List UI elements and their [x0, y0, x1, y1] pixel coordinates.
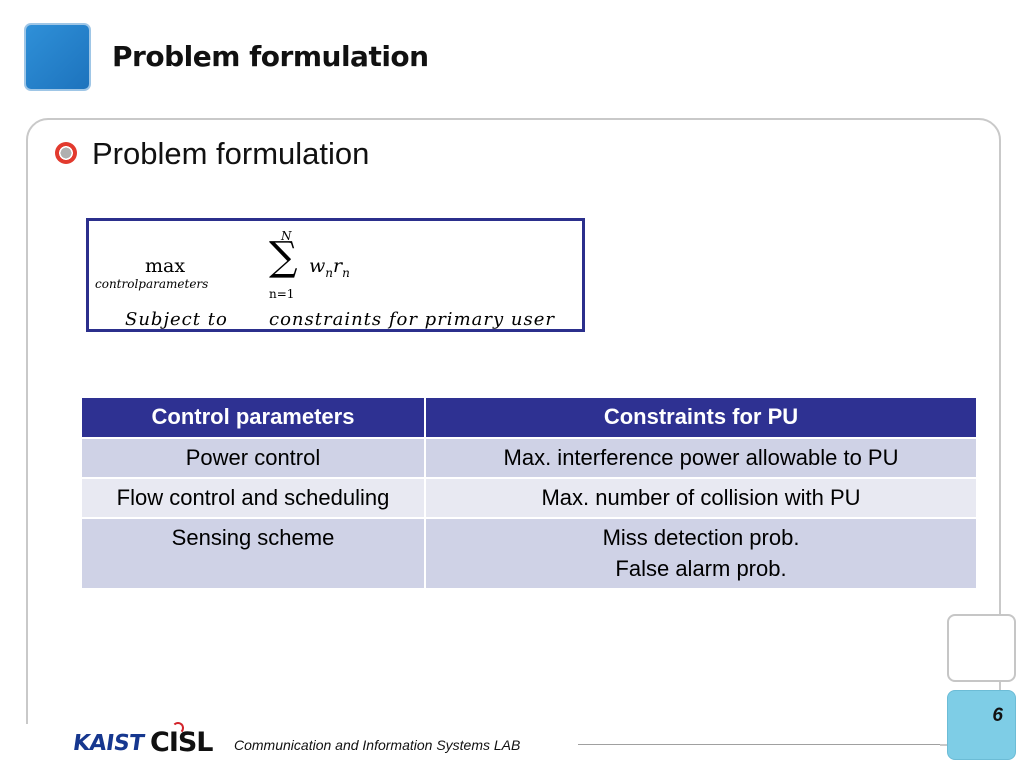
cisl-signal-icon	[172, 722, 184, 734]
table-header-row: Control parameters Constraints for PU	[80, 396, 978, 439]
constraint-line: False alarm prob.	[615, 556, 787, 581]
table-cell-constraint: Miss detection prob. False alarm prob.	[424, 517, 978, 590]
table-header-cell: Control parameters	[80, 396, 426, 439]
formula-sigma: ∑	[269, 234, 298, 280]
bullet-heading: Problem formulation	[92, 136, 370, 171]
formula-box: max controlparameters N ∑ n=1 wnrn Subje…	[86, 218, 585, 332]
parameters-table: Control parameters Constraints for PU Po…	[80, 396, 978, 590]
page-number: 6	[992, 705, 1003, 726]
table-cell-constraint: Max. interference power allowable to PU	[424, 437, 978, 479]
formula-r: r	[333, 255, 343, 277]
cisl-logo: CISL	[150, 727, 214, 758]
constraint-line: Miss detection prob.	[602, 525, 800, 550]
table-cell-param: Flow control and scheduling	[80, 477, 426, 519]
formula-summand: wnrn	[309, 255, 350, 280]
formula-max-subscript: controlparameters	[95, 277, 209, 291]
constraint-line: Max. number of collision with PU	[541, 485, 861, 510]
formula-w-sub: n	[325, 265, 333, 280]
header-logo-square	[24, 23, 91, 91]
constraint-line: Max. interference power allowable to PU	[503, 445, 899, 470]
formula-max: max	[145, 255, 186, 277]
bullet-circle-icon	[55, 142, 77, 164]
table-cell-constraint: Max. number of collision with PU	[424, 477, 978, 519]
formula-sum-upper: N	[281, 229, 292, 243]
formula-sum-lower: n=1	[269, 287, 295, 301]
table-cell-param: Sensing scheme	[80, 517, 426, 590]
kaist-logo: KAIST	[71, 731, 146, 756]
formula-w: w	[309, 255, 326, 277]
slide-title: Problem formulation	[112, 40, 429, 73]
footer-lab-name: Communication and Information Systems LA…	[234, 737, 521, 753]
table-row: Power control Max. interference power al…	[80, 437, 978, 479]
table-header-cell: Constraints for PU	[424, 396, 978, 439]
corner-decoration-box	[947, 614, 1016, 682]
table-row: Sensing scheme Miss detection prob. False…	[80, 517, 978, 590]
table-cell-param: Power control	[80, 437, 426, 479]
formula-constraints: constraints for primary user	[269, 309, 555, 330]
formula-subject-to: Subject to	[125, 309, 228, 330]
footer-divider	[578, 744, 940, 745]
formula-r-sub: n	[342, 265, 350, 280]
table-row: Flow control and scheduling Max. number …	[80, 477, 978, 519]
page-number-box: 6	[947, 690, 1016, 760]
